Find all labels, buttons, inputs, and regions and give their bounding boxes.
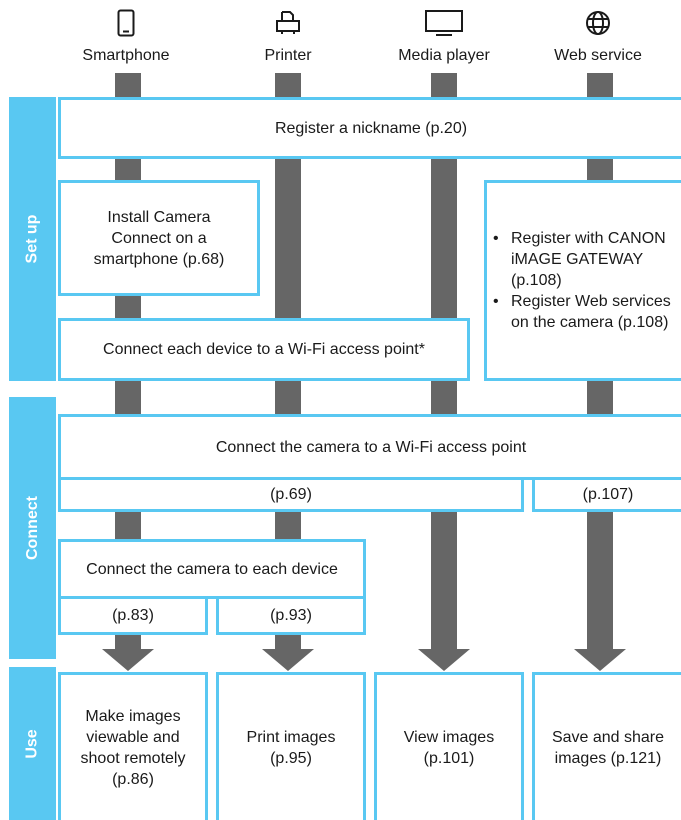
- arrow-head-web-service: [574, 649, 626, 671]
- connect-camera-wifi-box: Connect the camera to a Wi-Fi access poi…: [58, 414, 681, 480]
- column-label-web-service: Web service: [554, 47, 642, 64]
- column-label-printer: Printer: [264, 47, 312, 64]
- use-media-player-box: View images (p.101): [374, 672, 524, 820]
- ref-p69-box: (p.69): [58, 480, 524, 512]
- use-web-service-box: Save and share images (p.121): [532, 672, 681, 820]
- install-camera-connect-box: Install Camera Connect on a smartphone (…: [58, 180, 260, 296]
- ref-p83-box: (p.83): [58, 599, 208, 635]
- ref-p93-box: (p.93): [216, 599, 366, 635]
- smartphone-icon: [104, 0, 148, 46]
- globe-icon: [576, 0, 620, 46]
- web-service-registration-box: •Register with CANON iMAGE GATEWAY (p.10…: [484, 180, 681, 381]
- phase-label-use: Use: [9, 667, 56, 820]
- arrow-head-printer: [262, 649, 314, 671]
- use-smartphone-box: Make images viewable and shoot remotely …: [58, 672, 208, 820]
- monitor-icon: [418, 0, 470, 46]
- phase-label-setup: Set up: [9, 97, 56, 381]
- arrow-head-media-player: [418, 649, 470, 671]
- list-item: •Register with CANON iMAGE GATEWAY (p.10…: [493, 230, 666, 289]
- column-label-smartphone: Smartphone: [82, 47, 170, 64]
- ref-p107-box: (p.107): [532, 480, 681, 512]
- connect-camera-device-box: Connect the camera to each device: [58, 539, 366, 599]
- list-item: •Register Web services on the camera (p.…: [493, 293, 671, 331]
- column-label-media-player: Media player: [398, 47, 490, 64]
- register-nickname-box: Register a nickname (p.20): [58, 97, 681, 159]
- use-printer-box: Print images (p.95): [216, 672, 366, 820]
- phase-label-connect: Connect: [9, 397, 56, 659]
- printer-icon: [266, 0, 310, 46]
- arrow-head-smartphone: [102, 649, 154, 671]
- connect-device-wifi-box: Connect each device to a Wi-Fi access po…: [58, 318, 470, 381]
